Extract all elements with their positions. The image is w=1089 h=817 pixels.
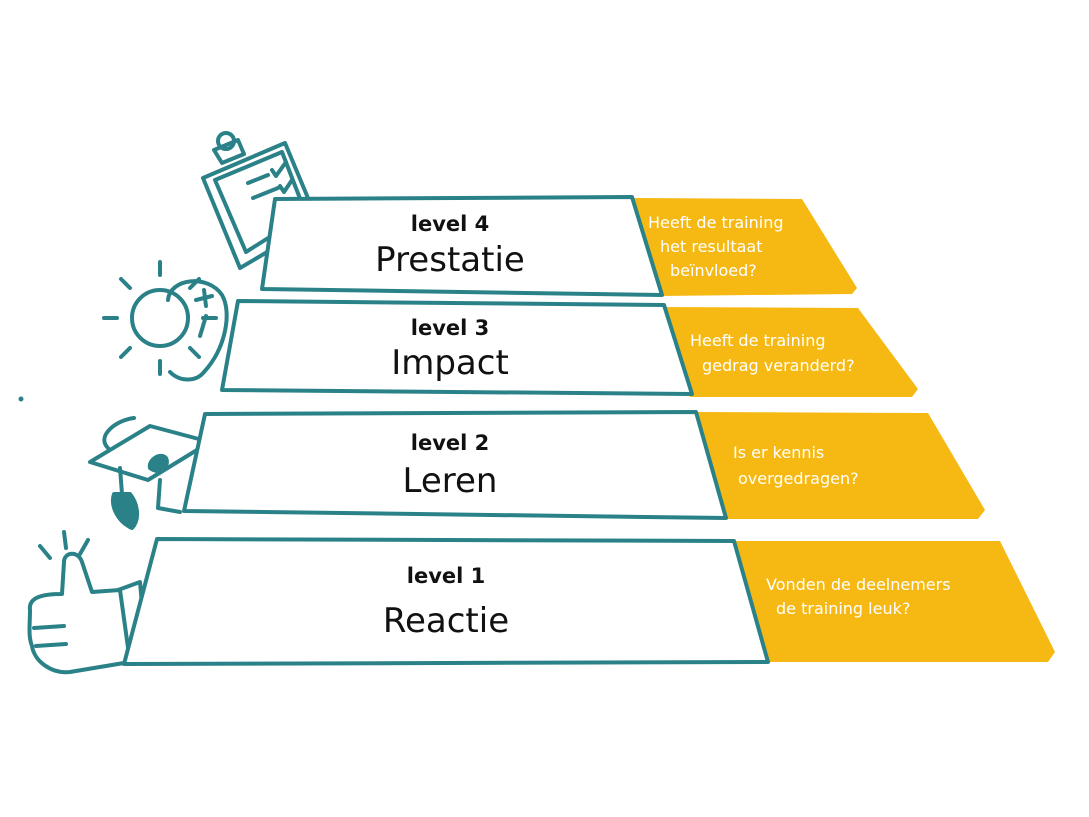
- question-panel-4: [632, 198, 857, 296]
- question-line-4-2: het resultaat: [660, 237, 763, 256]
- level-name-4: Prestatie: [375, 240, 525, 280]
- question-line-1-2: de training leuk?: [776, 599, 910, 618]
- pyramid-level-4: level 4 Prestatie Heeft de training het …: [260, 195, 857, 297]
- question-panel-2: [695, 412, 985, 519]
- question-line-3-2: gedrag veranderd?: [702, 356, 855, 375]
- level-name-2: Leren: [403, 461, 498, 501]
- question-line-4-1: Heeft de training: [648, 213, 784, 232]
- question-line-3-1: Heeft de training: [690, 331, 826, 350]
- question-line-4-3: beïnvloed?: [670, 261, 757, 280]
- question-panel-1: [732, 541, 1055, 662]
- pyramid-level-1: level 1 Reactie Vonden de deelnemers de …: [122, 537, 1055, 666]
- level-label-1: level 1: [407, 564, 486, 588]
- level-label-4: level 4: [411, 212, 490, 236]
- graduation-cap-icon: [88, 416, 212, 530]
- question-line-2-1: Is er kennis: [733, 443, 824, 462]
- level-box-1: [122, 537, 770, 666]
- question-line-2-2: overgedragen?: [738, 469, 859, 488]
- thinking-head-gear-icon: [102, 260, 229, 382]
- question-panel-3: [664, 307, 918, 397]
- level-box-2: [182, 410, 728, 520]
- level-label-2: level 2: [411, 431, 490, 455]
- dot-decoration: [18, 396, 24, 402]
- level-box-4: [260, 195, 664, 297]
- level-name-1: Reactie: [383, 601, 509, 641]
- level-box-3: [220, 299, 694, 396]
- level-name-3: Impact: [391, 343, 509, 383]
- pyramid-level-2: level 2 Leren Is er kennis overgedragen?: [182, 410, 985, 520]
- pyramid-level-3: level 3 Impact Heeft de training gedrag …: [220, 299, 918, 397]
- question-line-1-1: Vonden de deelnemers: [766, 575, 951, 594]
- level-label-3: level 3: [411, 316, 490, 340]
